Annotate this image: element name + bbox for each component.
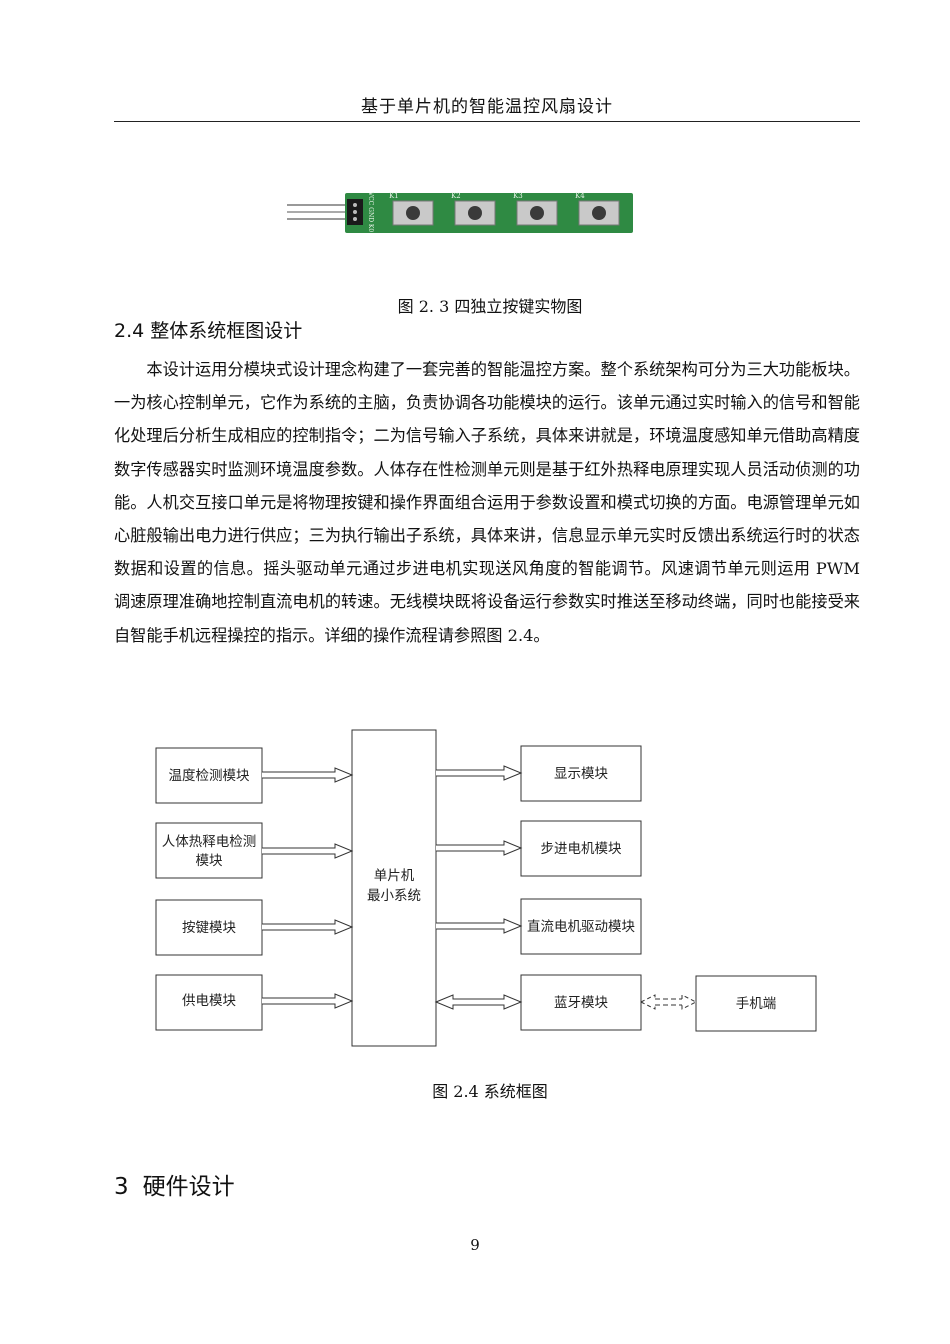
dc-motor-module-block: 直流电机驱动模块 [520,898,642,955]
arrow-pir-to-mcu [262,843,354,859]
arrow-mcu-to-display [436,765,523,781]
arrow-mcu-to-stepper [436,840,523,856]
input-arrows [262,767,354,1009]
running-header: 基于单片机的智能温控风扇设计 [361,97,613,117]
pir-module-label-line1: 人体热释电检测 [162,834,257,850]
power-module-block: 供电模块 [155,974,263,1031]
four-key-board-photo: VCC GND K0 K1 K2 K3 K4 [287,191,633,233]
board-label-power: VCC GND K0 [367,191,374,233]
pir-module-label-line2: 模块 [196,853,223,869]
figure-2-3-caption: 图 2. 3 四独立按键实物图 [397,297,583,316]
arrow-power-to-mcu [262,993,354,1009]
arrow-temperature-to-mcu [262,767,354,783]
header-rule [114,121,860,122]
section-2-4-heading: 2.4 整体系统框图设计 [114,320,303,342]
output-arrows [434,765,523,1010]
section-3-heading: 3 硬件设计 [114,1167,235,1201]
arrow-bluetooth-phone-wireless [640,994,698,1010]
page-number: 9 [470,1236,480,1254]
key-1 [392,200,434,226]
phone-block: 手机端 [695,975,817,1032]
pir-module-block: 人体热释电检测 模块 [155,822,263,879]
key-module-block: 按键模块 [155,899,263,956]
board-label-k4: K4 [575,192,585,200]
figure-2-4-caption: 图 2.4 系统框图 [432,1082,548,1101]
bluetooth-module-block: 蓝牙模块 [520,974,642,1031]
arrow-key-to-mcu [262,919,354,935]
bluetooth-module-label: 蓝牙模块 [554,995,608,1011]
mcu-block: 单片机 最小系统 [351,729,437,1047]
section-2-4-paragraph: 本设计运用分模块式设计理念构建了一套完善的智能温控方案。整个系统架构可分为三大功… [114,360,860,645]
arrow-mcu-bluetooth-bidirectional [434,994,523,1010]
section-3-title: 硬件设计 [142,1174,235,1200]
mcu-label-line1: 单片机 [374,868,415,884]
stepper-module-block: 步进电机模块 [520,820,642,877]
board-label-k3: K3 [513,192,523,200]
temperature-module-label: 温度检测模块 [169,768,250,784]
board-label-k1: K1 [389,192,399,200]
display-module-block: 显示模块 [520,745,642,802]
temperature-module-block: 温度检测模块 [155,747,263,804]
stepper-module-label: 步进电机模块 [541,841,622,857]
system-block-diagram: 温度检测模块 人体热释电检测 模块 按键模块 供电模块 单片机 最小系统 显示模… [155,729,817,1047]
section-2-4-body: 本设计运用分模块式设计理念构建了一套完善的智能温控方案。整个系统架构可分为三大功… [114,353,860,652]
key-module-label: 按键模块 [182,920,236,936]
phone-label: 手机端 [736,996,777,1012]
key-4 [578,200,620,226]
display-module-label: 显示模块 [554,766,608,782]
board-label-k2: K2 [451,192,461,200]
key-3 [516,200,558,226]
arrow-mcu-to-dc-motor [436,918,523,934]
mcu-label-line2: 最小系统 [367,888,421,904]
dc-motor-module-label: 直流电机驱动模块 [527,919,635,935]
section-3-number: 3 [114,1174,129,1200]
power-module-label: 供电模块 [182,993,236,1009]
key-2 [454,200,496,226]
